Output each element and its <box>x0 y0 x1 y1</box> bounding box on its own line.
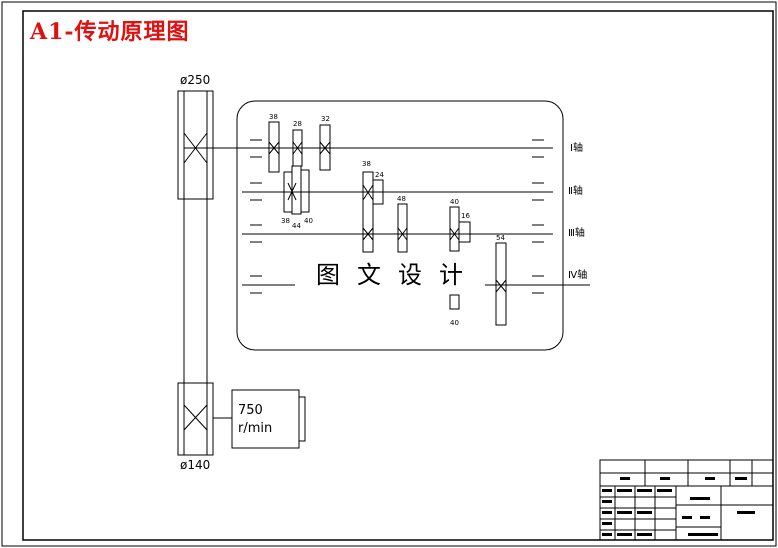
gear-label-40-c: 40 <box>450 319 459 327</box>
gear-label-16: 16 <box>461 212 470 220</box>
gear-label-38-c: 38 <box>362 160 371 168</box>
shaft-label-1: Ⅰ轴 <box>570 141 583 154</box>
gear-label-24: 24 <box>375 171 384 179</box>
pulley-top-diameter: ø250 <box>180 73 210 87</box>
gears-shaft-2-3 <box>362 171 408 253</box>
gear-label-54: 54 <box>496 234 505 242</box>
motor-speed-unit: r/min <box>238 421 272 436</box>
gear-label-32: 32 <box>321 115 330 123</box>
bearings-left <box>250 139 262 294</box>
inner-border <box>22 10 774 541</box>
title-block <box>599 459 774 541</box>
gear-label-38-a: 38 <box>269 113 278 121</box>
watermark-char-3: 设 <box>398 261 422 289</box>
motor <box>231 389 306 449</box>
bearings-right <box>532 139 544 294</box>
gear-label-38-b: 38 <box>281 217 290 225</box>
gear-label-40-a: 40 <box>304 217 313 225</box>
title-block-fills <box>602 477 755 536</box>
large-pulley <box>177 90 214 200</box>
pulley-bottom-diameter: ø140 <box>180 458 210 472</box>
gears-shaft-3 <box>449 206 471 310</box>
gearbox-housing <box>236 100 564 351</box>
belt-drive <box>177 90 232 456</box>
watermark-char-4: 计 <box>439 261 463 289</box>
gears-shaft-2 <box>283 165 310 215</box>
watermark-char-1: 图 <box>316 261 340 289</box>
drawing-title: A1-传动原理图 <box>30 19 190 45</box>
small-pulley <box>177 382 214 456</box>
shafts <box>184 147 590 286</box>
shaft-label-4: Ⅳ轴 <box>568 268 587 281</box>
motor-speed-value: 750 <box>238 403 263 418</box>
gear-label-48: 48 <box>397 195 406 203</box>
shaft-label-3: Ⅲ轴 <box>568 226 585 239</box>
gears-shaft-1 <box>268 121 331 173</box>
shaft-label-2: Ⅱ轴 <box>568 184 583 197</box>
gear-label-28: 28 <box>293 120 302 128</box>
gear-label-44: 44 <box>292 222 301 230</box>
gear-label-40-b: 40 <box>450 198 459 206</box>
watermark-char-2: 文 <box>357 261 381 289</box>
gears-shaft-4 <box>495 242 507 326</box>
